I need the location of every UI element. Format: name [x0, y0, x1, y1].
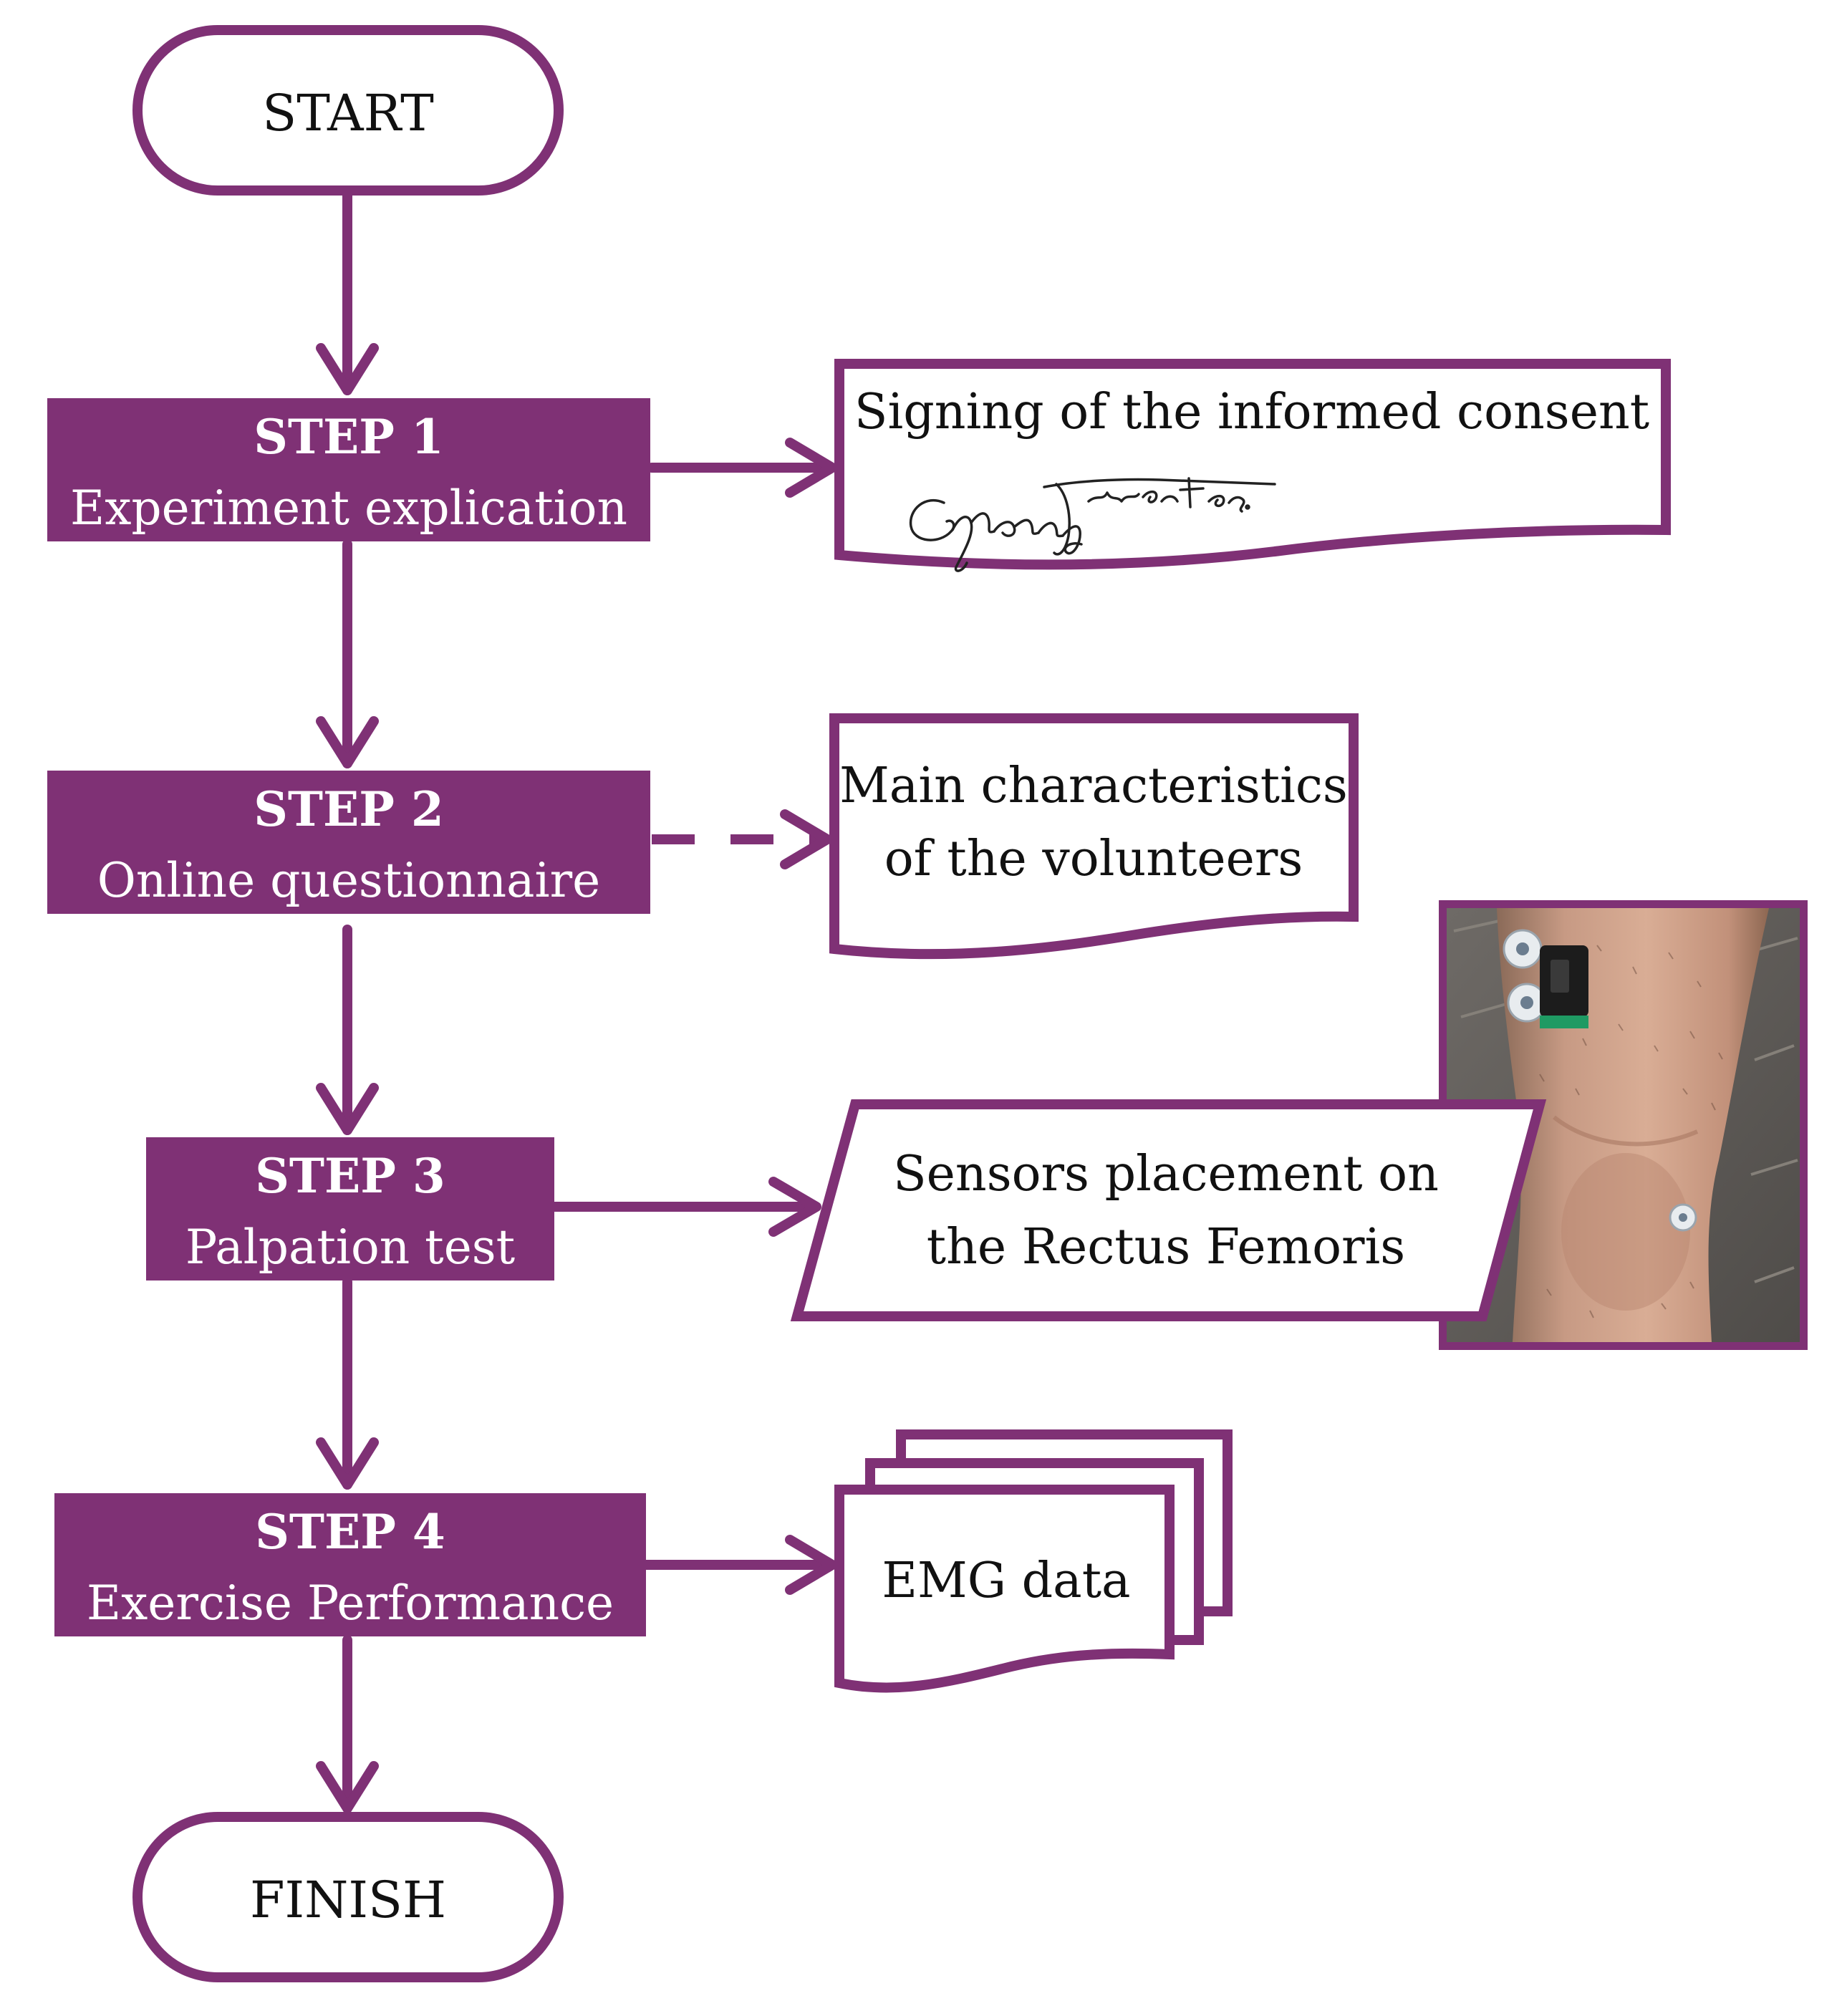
- consent-document-shape: [834, 359, 1671, 570]
- arrowhead-emg: [785, 1535, 837, 1595]
- arrowhead-step2: [316, 716, 379, 768]
- horizontal-connectors: [546, 438, 837, 1595]
- sensors-io-box: Sensors placement on the Rectus Femoris: [790, 1099, 1547, 1321]
- consent-text: Signing of the informed consent: [854, 384, 1649, 440]
- step-2-shape: [47, 771, 650, 914]
- step-3-box: STEP 3 Palpation test: [146, 1137, 554, 1281]
- vertical-connectors: [316, 187, 379, 1813]
- arrowhead-consent: [785, 438, 837, 498]
- emg-document-front: [834, 1485, 1175, 1693]
- signature-drawing: [909, 477, 1276, 572]
- emg-multi-document: EMG data: [834, 1429, 1233, 1693]
- arrowhead-step1: [316, 343, 379, 395]
- step-1-shape: [47, 398, 650, 541]
- finish-terminal: FINISH: [132, 1812, 564, 1982]
- leg-photo-image: [1447, 908, 1800, 1342]
- step-3-title: STEP 3: [255, 1148, 445, 1204]
- step-3-shape: [146, 1137, 554, 1281]
- step-4-title: STEP 4: [255, 1504, 445, 1560]
- leg-photo: [1439, 900, 1808, 1350]
- characteristics-document: Main characteristics of the volunteers: [829, 713, 1359, 960]
- step-4-box: STEP 4 Exercise Performance: [54, 1493, 646, 1636]
- start-label: START: [262, 84, 434, 143]
- arrowhead-sensors: [768, 1177, 821, 1237]
- arrowhead-step3: [316, 1083, 379, 1135]
- start-terminal: START: [132, 25, 564, 196]
- step-3-subtitle: Palpation test: [185, 1220, 515, 1275]
- arrowhead-finish: [316, 1761, 379, 1813]
- sensors-line-2: the Rectus Femoris: [927, 1219, 1405, 1275]
- arrowhead-characteristics: [780, 809, 832, 869]
- arrowhead-step4: [316, 1437, 379, 1490]
- start-terminal-shape: [132, 25, 564, 196]
- sensors-io-shape: [790, 1099, 1547, 1321]
- step-1-box: STEP 1 Experiment explication: [47, 398, 650, 541]
- step-1-subtitle: Experiment explication: [70, 481, 627, 536]
- step-4-shape: [54, 1493, 646, 1636]
- step-2-subtitle: Online questionnaire: [97, 853, 601, 908]
- characteristics-line-1: Main characteristics: [839, 758, 1348, 814]
- step-4-subtitle: Exercise Performance: [87, 1576, 614, 1631]
- characteristics-line-2: of the volunteers: [884, 831, 1303, 887]
- characteristics-document-shape: [829, 713, 1359, 960]
- step-2-title: STEP 2: [254, 781, 444, 837]
- finish-label: FINISH: [250, 1871, 446, 1929]
- step-2-box: STEP 2 Online questionnaire: [47, 771, 650, 914]
- finish-terminal-shape: [132, 1812, 564, 1982]
- step-1-title: STEP 1: [254, 409, 444, 465]
- consent-document: Signing of the informed consent: [834, 359, 1671, 572]
- sensors-line-1: Sensors placement on: [893, 1146, 1439, 1202]
- emg-text: EMG data: [882, 1553, 1130, 1609]
